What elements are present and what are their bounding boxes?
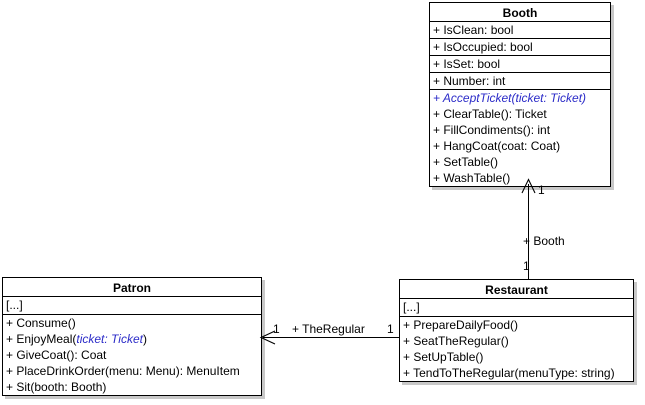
operation-row: + Consume() [3, 315, 261, 331]
attribute-row: + Number: int [433, 74, 506, 88]
operation-text: + [433, 107, 444, 121]
operation-name: FillCondiments(): int [443, 123, 551, 137]
operation-suffix: ) [142, 332, 147, 346]
operation-text: + EnjoyMeal( [6, 332, 77, 346]
operation-row: + TendToTheRegular(menuType: string) [403, 366, 615, 380]
operation-name: ClearTable(): Ticket [443, 107, 547, 121]
operations-compartment-restaurant: + PrepareDailyFood() + SeatTheRegular() … [400, 317, 633, 381]
attribute-row: + IsSet: bool [430, 56, 610, 73]
operation-row: + SeatTheRegular() [403, 334, 509, 348]
attributes-compartment-booth: + IsClean: bool + IsOccupied: bool + IsS… [430, 22, 610, 90]
operation-text: + Consume() [6, 316, 76, 330]
role-label-theregular: + TheRegular [292, 322, 365, 336]
operation-name: HangCoat(coat: Coat) [443, 139, 561, 153]
operation-text: + [433, 91, 443, 105]
class-box-patron[interactable]: Patron [...] + Consume() + EnjoyMeal(tic… [2, 277, 262, 396]
operation-row: + ClearTable(): Ticket [430, 106, 610, 122]
class-title-restaurant: Restaurant [400, 280, 633, 299]
operations-compartment-booth: + AcceptTicket(ticket: Ticket) + ClearTa… [430, 90, 610, 186]
operation-row: + PlaceDrinkOrder(menu: Menu): MenuItem [3, 363, 261, 379]
operation-text: + [433, 139, 444, 153]
multiplicity-patron-end: 1 [273, 322, 280, 336]
class-box-booth[interactable]: Booth + IsClean: bool + IsOccupied: bool… [429, 2, 611, 187]
operation-param: ticket: Ticket [76, 332, 143, 346]
association-arrowhead-booth [521, 178, 536, 194]
attribute-row: + IsClean: bool [430, 22, 610, 39]
operation-name: WashTable() [443, 171, 511, 185]
operation-text: + [433, 123, 444, 137]
attributes-collapsed-indicator[interactable]: [...] [403, 300, 420, 314]
multiplicity-restaurant-end-horizontal: 1 [387, 322, 394, 336]
association-arrowhead-patron [259, 330, 276, 345]
operation-text: + PlaceDrinkOrder(menu: Menu): MenuItem [6, 364, 240, 378]
attributes-compartment-restaurant: [...] [400, 299, 633, 317]
operation-text: + GiveCoat(): Coat [6, 348, 107, 362]
attributes-compartment-patron: [...] [3, 297, 261, 315]
association-line-restaurant-patron[interactable] [263, 337, 399, 338]
operation-row: + FillCondiments(): int [430, 122, 610, 138]
class-title-patron: Patron [3, 278, 261, 297]
operation-row: + SetUpTable() [403, 350, 484, 364]
operation-row: + PrepareDailyFood() [403, 318, 519, 332]
operation-row: + EnjoyMeal(ticket: Ticket) [3, 331, 261, 347]
operation-name: AcceptTicket(ticket: Ticket) [442, 91, 587, 105]
operation-row-abstract: + AcceptTicket(ticket: Ticket) [430, 90, 610, 106]
operations-compartment-patron: + Consume() + EnjoyMeal(ticket: Ticket) … [3, 315, 261, 395]
operation-text: + [433, 155, 444, 169]
association-line-restaurant-booth[interactable] [528, 184, 529, 279]
operation-row: + GiveCoat(): Coat [3, 347, 261, 363]
role-label-booth: + Booth [523, 234, 565, 248]
operation-row: + Sit(booth: Booth) [3, 379, 261, 395]
operation-text: + [433, 171, 444, 185]
operation-name: SetTable() [443, 155, 499, 169]
operation-text: + Sit(booth: Booth) [6, 380, 107, 394]
operation-row: + WashTable() [430, 170, 610, 186]
multiplicity-booth-end: 1 [538, 183, 545, 197]
attributes-collapsed-indicator[interactable]: [...] [6, 298, 23, 312]
multiplicity-restaurant-end-vertical: 1 [523, 259, 530, 273]
attribute-row: + IsOccupied: bool [430, 39, 610, 56]
operation-row: + SetTable() [430, 154, 610, 170]
operation-row: + HangCoat(coat: Coat) [430, 138, 610, 154]
class-title-booth: Booth [430, 3, 610, 22]
class-box-restaurant[interactable]: Restaurant [...] + PrepareDailyFood() + … [399, 279, 634, 382]
